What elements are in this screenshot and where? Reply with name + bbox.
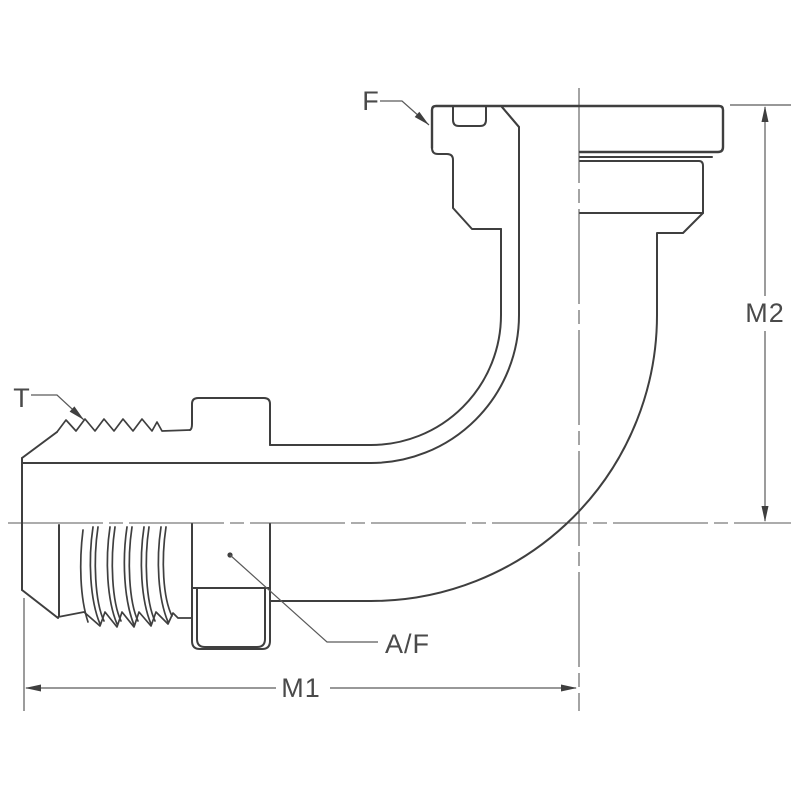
flange-bore-chamfer bbox=[501, 106, 520, 128]
f-leader-line bbox=[380, 100, 430, 126]
thread-callout: T bbox=[13, 383, 85, 421]
m1-arrow-left bbox=[25, 684, 41, 692]
t-leader-line bbox=[31, 394, 85, 421]
bend-outer-outline bbox=[269, 212, 704, 602]
flange-second-band bbox=[579, 160, 704, 214]
thread-zigzag-section bbox=[56, 418, 191, 433]
across-flats-label: A/F bbox=[385, 629, 430, 659]
m2-arrow-top bbox=[761, 106, 769, 122]
across-flats-callout: A/F bbox=[227, 552, 430, 659]
bend-bore-outline bbox=[370, 106, 520, 464]
thread-crests-external bbox=[79, 526, 173, 626]
nose-cone-lower bbox=[21, 589, 59, 619]
m2-dimension-label: M2 bbox=[745, 298, 785, 328]
hex-nut bbox=[189, 397, 271, 650]
m2-arrow-bottom bbox=[761, 506, 769, 522]
m2-dimension: M2 bbox=[730, 104, 791, 522]
bend-inner-outline bbox=[269, 228, 502, 446]
af-leader-line bbox=[229, 554, 378, 643]
flange-face-label: F bbox=[362, 86, 380, 116]
flange-oring-groove bbox=[452, 106, 487, 127]
flange-top-band bbox=[430, 104, 725, 154]
nose-cone-upper bbox=[21, 431, 58, 459]
hex-facet-inner bbox=[196, 587, 266, 648]
thread-label: T bbox=[13, 383, 31, 413]
flange-head bbox=[430, 104, 725, 230]
m1-arrow-right bbox=[561, 684, 577, 692]
flange-callout: F bbox=[362, 86, 430, 126]
male-thread-end bbox=[21, 418, 372, 628]
m1-dimension-label: M1 bbox=[281, 673, 321, 703]
hex-lower-outline bbox=[191, 523, 271, 650]
flange-left-profile bbox=[431, 147, 502, 230]
t-leader-arrow bbox=[69, 406, 84, 420]
hex-upper-outline bbox=[189, 397, 271, 446]
thread-bottom-silhouette bbox=[57, 611, 193, 628]
f-leader-arrow bbox=[414, 111, 429, 125]
elbow-body bbox=[269, 106, 704, 602]
m1-dimension: M1 bbox=[23, 598, 577, 711]
